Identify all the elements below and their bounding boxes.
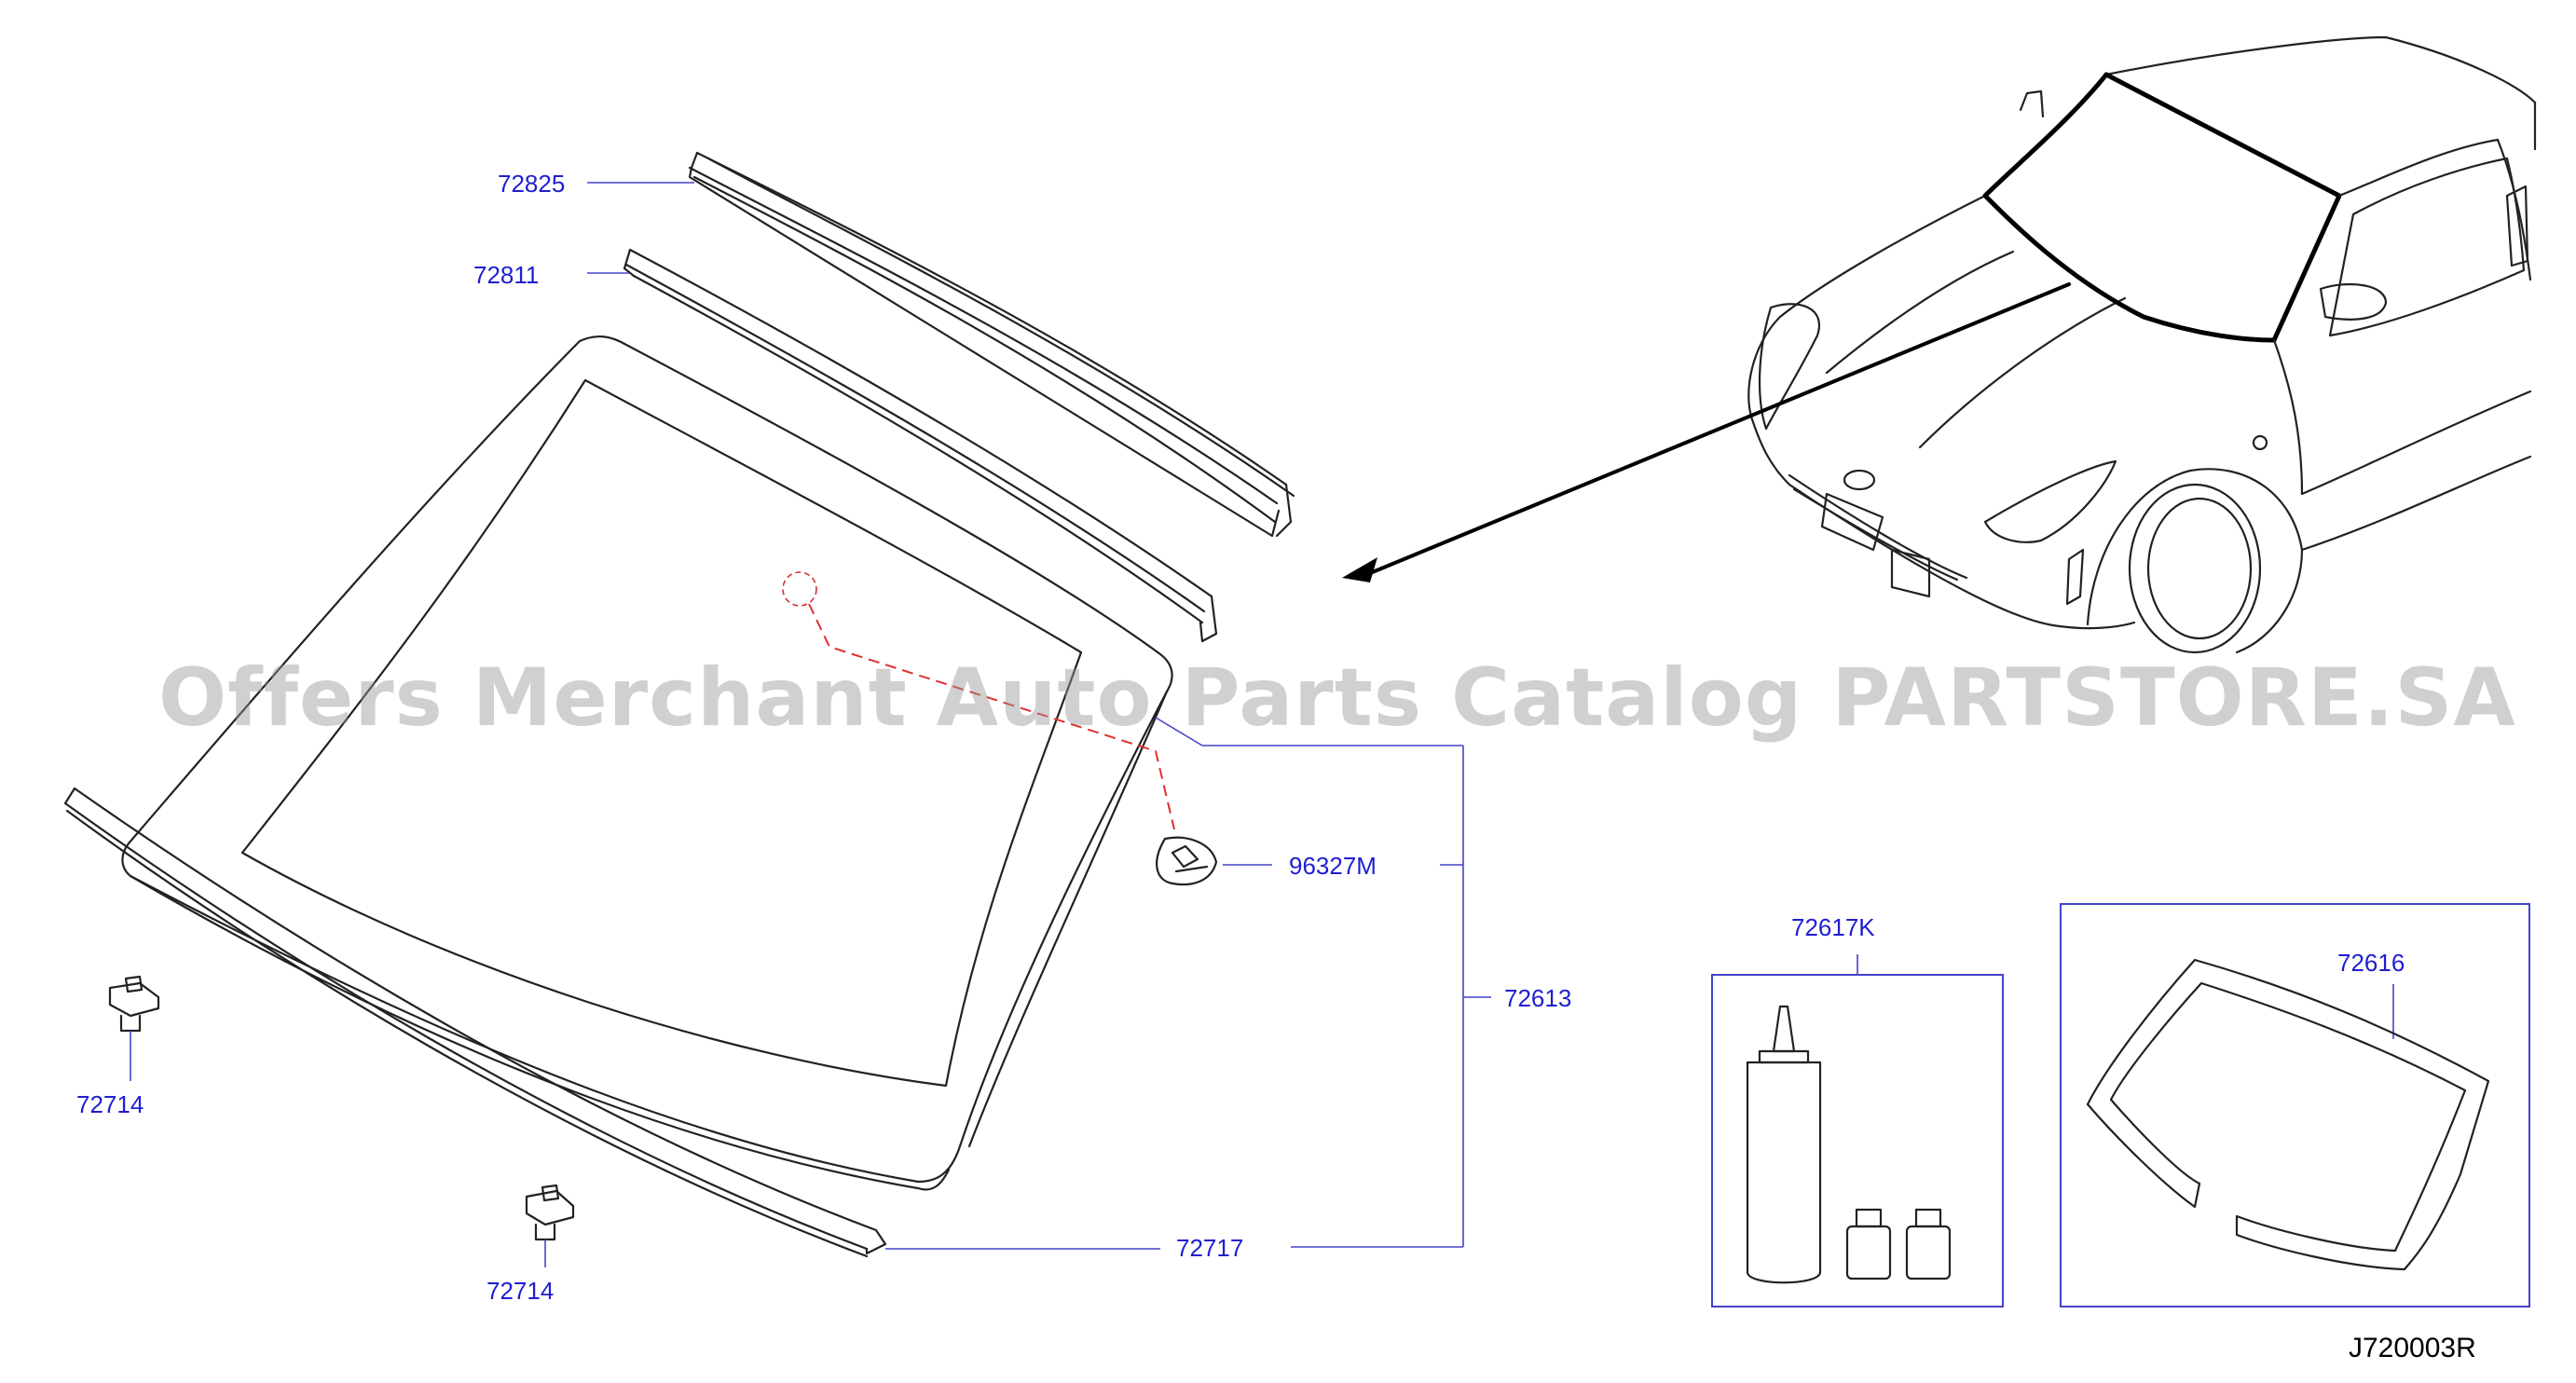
car-illustration: [1342, 35, 2537, 654]
callout-72616[interactable]: 72616: [2337, 949, 2405, 977]
windshield-glass-artwork: [121, 335, 1173, 1191]
callout-72617k[interactable]: 72617K: [1791, 913, 1875, 941]
callout-72811[interactable]: 72811: [473, 261, 540, 289]
adhesive-kit-artwork: [1711, 954, 2004, 1308]
clip-72714-b-artwork: [525, 1184, 575, 1241]
watermark-text: Offers Merchant Auto Parts Catalog PARTS…: [158, 651, 2516, 745]
leader-lines: [130, 182, 1491, 1267]
clip-72714-a-artwork: [108, 975, 160, 1033]
callout-72717[interactable]: 72717: [1176, 1234, 1244, 1262]
diagram-code: J720003R: [2349, 1333, 2476, 1363]
molding-72825-artwork: [688, 151, 1295, 538]
callout-96327m[interactable]: 96327M: [1289, 852, 1377, 880]
callout-72714-bottom[interactable]: 72714: [486, 1277, 555, 1305]
callout-72613[interactable]: 72613: [1504, 984, 1572, 1012]
molding-72811-artwork: [623, 248, 1218, 643]
molding-72717-artwork: [63, 787, 887, 1258]
sensor-96327m-artwork: [782, 571, 1218, 886]
dam-rubber-kit-artwork: [2060, 903, 2530, 1308]
callout-72825[interactable]: 72825: [498, 170, 566, 198]
callout-72714-left[interactable]: 72714: [76, 1090, 144, 1118]
